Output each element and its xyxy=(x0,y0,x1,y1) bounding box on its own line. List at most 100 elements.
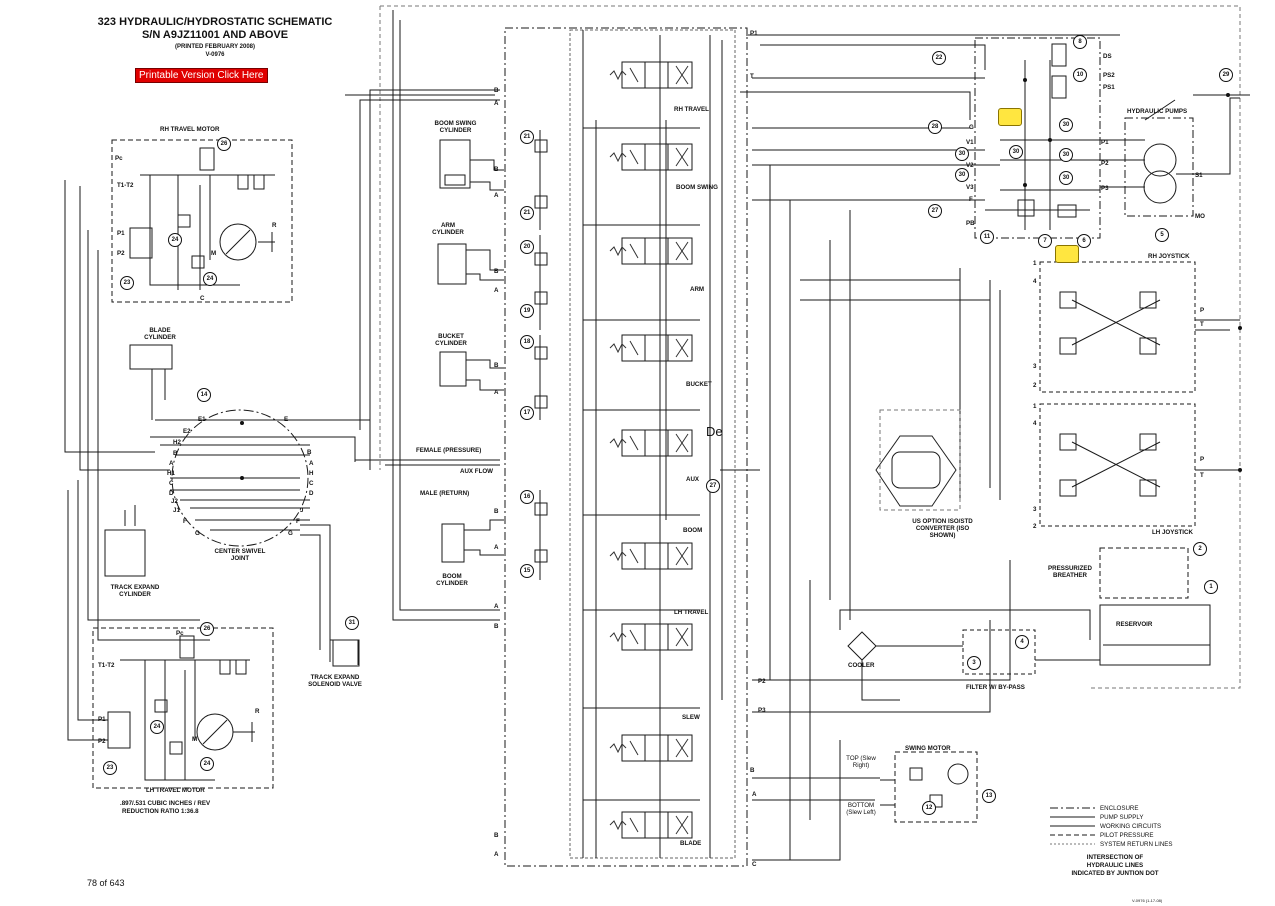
bank-port-a: A xyxy=(494,100,499,107)
callout-21-b: 21 xyxy=(520,206,534,220)
legend-lines xyxy=(1050,807,1095,845)
port-p-rh-joy: P xyxy=(1200,307,1205,314)
male-return-label: MALE (RETURN) xyxy=(420,490,470,497)
main-valve-enclosure xyxy=(504,27,748,867)
page-title: 323 HYDRAULIC/HYDROSTATIC SCHEMATIC xyxy=(97,16,333,28)
valve-blade: BLADE xyxy=(680,840,702,847)
port-v2: V2 xyxy=(966,162,974,169)
callout-5: 5 xyxy=(1155,228,1169,242)
swivel-h: H xyxy=(309,470,314,477)
joy-rh-2: 2 xyxy=(1033,382,1037,389)
track-expand-valve-shape xyxy=(332,639,360,667)
page-number: 78 of 643 xyxy=(87,878,125,888)
valve-boom: BOOM xyxy=(683,527,703,534)
port-p1-rh: P1 xyxy=(117,230,125,237)
callout-24-c: 24 xyxy=(150,720,164,734)
boom-cylinder-shape xyxy=(441,523,465,563)
callout-24-a: 24 xyxy=(168,233,182,247)
port-t-bank: T xyxy=(750,73,754,80)
valve-boom-swing: BOOM SWING xyxy=(676,184,718,191)
swivel-f-r: F xyxy=(296,518,300,525)
legend-enclosure: ENCLOSURE xyxy=(1100,805,1139,812)
track-expand-cylinder-shape xyxy=(104,529,146,577)
swivel-d-l: D xyxy=(169,490,174,497)
callout-16: 16 xyxy=(520,490,534,504)
rh-motor-enclosure xyxy=(111,139,293,303)
callout-25-rh: 26 xyxy=(217,137,231,151)
port-p2-lh: P2 xyxy=(98,738,106,745)
port-pb: PB xyxy=(966,220,975,227)
joy-rh-4: 4 xyxy=(1033,278,1037,285)
lh-joystick-label: LH JOYSTICK xyxy=(1152,529,1193,536)
port-b-bank: B xyxy=(750,767,755,774)
callout-30-e: 30 xyxy=(955,168,969,182)
boom-swing-cylinder-shape xyxy=(439,139,471,189)
port-v1: V1 xyxy=(966,139,974,146)
bank-port-b: B xyxy=(494,623,499,630)
bank-port-b: B xyxy=(494,832,499,839)
swivel-d-r: D xyxy=(309,490,314,497)
printable-version-link[interactable]: Printable Version Click Here xyxy=(135,68,268,83)
rh-joystick-label: RH JOYSTICK xyxy=(1148,253,1190,260)
callout-19: 19 xyxy=(520,304,534,318)
bank-port-b: B xyxy=(494,362,499,369)
swivel-j1: J1 xyxy=(173,507,180,514)
port-p2-bank: P2 xyxy=(758,678,766,685)
callout-30-f: 30 xyxy=(1059,171,1073,185)
legend-note-3: INDICATED BY JUNTION DOT xyxy=(1071,870,1159,877)
joy-lh-2: 2 xyxy=(1033,523,1037,530)
port-c-bank: C xyxy=(752,861,757,868)
filter-enclosure xyxy=(962,629,1036,675)
swivel-a-l: A xyxy=(169,460,174,467)
callout-25-lh: 26 xyxy=(200,622,214,636)
swivel-b-l: B xyxy=(173,450,178,457)
legend-note-1: INTERSECTION OF xyxy=(1086,854,1144,861)
doc-code: V-0976 xyxy=(205,52,225,58)
port-t1t2-lh: T1-T2 xyxy=(98,662,115,669)
swivel-g-r: G xyxy=(288,530,293,537)
valve-rh-travel: RH TRAVEL xyxy=(674,106,709,113)
bank-port-a: A xyxy=(494,851,499,858)
legend-pilot-pressure: PILOT PRESSURE xyxy=(1100,832,1154,839)
swivel-c-l: C xyxy=(169,480,174,487)
port-t-rh-joy: T xyxy=(1200,321,1204,328)
joy-rh-3: 3 xyxy=(1033,363,1037,370)
port-f: F xyxy=(969,196,973,203)
center-swivel-label: CENTER SWIVEL JOINT xyxy=(214,548,266,562)
port-p3-bank: P3 xyxy=(758,707,766,714)
blade-cylinder-shape xyxy=(129,344,173,370)
swivel-g-l: G xyxy=(195,530,200,537)
joy-rh-1: 1 xyxy=(1033,260,1037,267)
callout-10: 10 xyxy=(1073,68,1087,82)
port-p1-lh: P1 xyxy=(98,716,106,723)
top-slew-label: TOP (Slew Right) xyxy=(846,755,876,769)
port-p-lh-joy: P xyxy=(1200,456,1205,463)
bank-port-b: B xyxy=(494,268,499,275)
callout-11: 11 xyxy=(980,230,994,244)
boom-cylinder-label: BOOM CYLINDER xyxy=(436,573,468,587)
callout-18: 18 xyxy=(520,335,534,349)
port-p3-pump: P3 xyxy=(1101,185,1109,192)
legend-return-lines: SYSTEM RETURN LINES xyxy=(1100,841,1173,848)
port-ps1: PS1 xyxy=(1103,84,1115,91)
callout-29: 29 xyxy=(1219,68,1233,82)
aux-flow-label: AUX FLOW xyxy=(460,468,493,475)
callout-15: 15 xyxy=(520,564,534,578)
port-pc-lh: Pc xyxy=(176,630,184,637)
cooler-label: COOLER xyxy=(848,662,875,669)
port-ds: DS xyxy=(1103,53,1112,60)
outer-enclosure xyxy=(380,5,1241,689)
lh-travel-motor-label: LH TRAVEL MOTOR xyxy=(146,787,205,794)
callout-21-a: 21 xyxy=(520,130,534,144)
callout-24-b: 24 xyxy=(203,272,217,286)
bank-port-a: A xyxy=(494,192,499,199)
boom-swing-cylinder-label: BOOM SWING CYLINDER xyxy=(434,120,477,134)
callout-23-lh: 23 xyxy=(103,761,117,775)
note-icon[interactable] xyxy=(998,108,1022,126)
callout-30-a: 30 xyxy=(1059,118,1073,132)
port-mo: MO xyxy=(1195,213,1205,220)
note-icon[interactable] xyxy=(1055,245,1079,263)
callout-31: 31 xyxy=(345,616,359,630)
port-pc-rh: Pc xyxy=(115,155,123,162)
